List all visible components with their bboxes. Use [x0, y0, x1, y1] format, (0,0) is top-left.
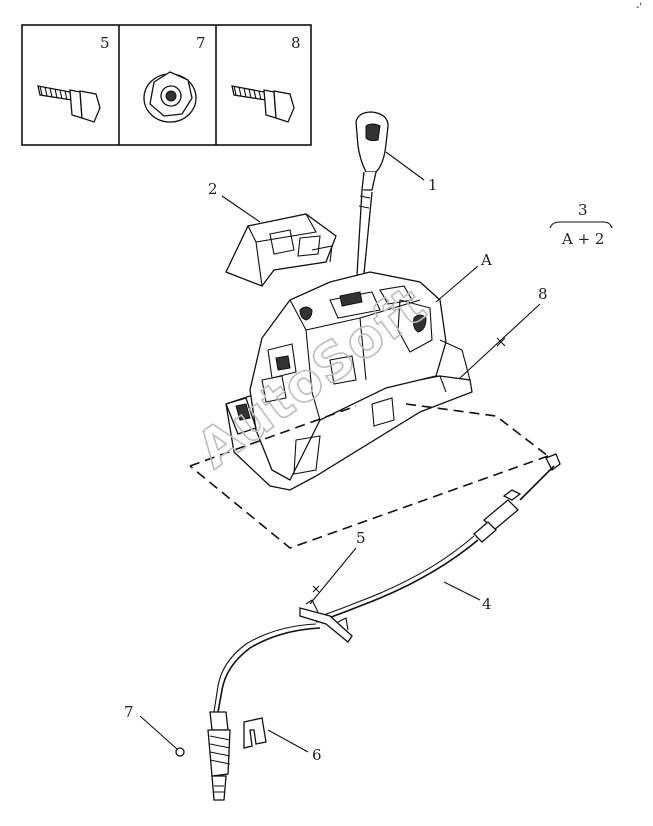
assembly-boundary: [189, 403, 549, 549]
inset-label-8: 8: [291, 34, 301, 52]
callout-4: 4: [482, 595, 492, 613]
bolt-5-icon: [37, 85, 101, 123]
leader-A: [435, 265, 479, 303]
callout-5: 5: [356, 529, 366, 547]
leader-7: [139, 715, 178, 750]
callout-7: 7: [124, 703, 134, 721]
callout-8: 8: [538, 285, 548, 303]
shift-cover: [225, 213, 337, 287]
fastener-inset: 5 7 8: [21, 24, 312, 146]
shift-cable: [207, 453, 561, 801]
shift-knob: [355, 111, 389, 295]
flange-nut-7-icon: [143, 71, 197, 123]
kit-number: 3: [578, 201, 588, 219]
callout-6: 6: [312, 746, 322, 764]
kit-formula: A + 2: [561, 230, 604, 248]
leader-6: [267, 729, 309, 753]
inset-label-5: 5: [100, 34, 110, 52]
callout-1: 1: [428, 176, 438, 194]
callout-A: A: [480, 251, 492, 269]
inset-frame: [21, 24, 312, 146]
leader-5: [309, 547, 357, 605]
corner-mark: -': [636, 2, 642, 13]
leader-4: [443, 581, 481, 601]
leader-2: [221, 195, 261, 223]
callout-2: 2: [208, 180, 218, 198]
nut-7-marker: [175, 747, 185, 757]
retaining-clip-6: [243, 717, 267, 749]
bolt-8-icon: [231, 85, 295, 123]
inset-label-7: 7: [196, 34, 206, 52]
leader-1: [385, 151, 425, 181]
kit-callout: 3 A + 2: [549, 201, 613, 248]
